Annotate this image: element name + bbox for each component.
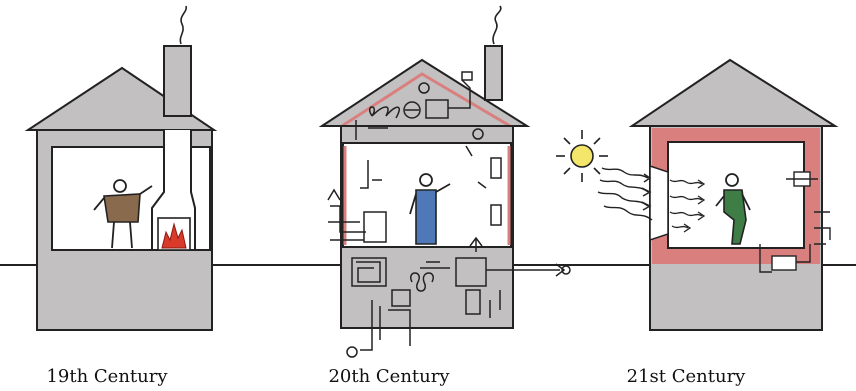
fire-icon-19 [161,222,187,249]
ventilation-unit-21 [759,171,831,273]
house-21st-century [556,58,839,331]
person-20 [409,173,451,245]
person-19 [93,179,153,249]
chimney-20 [484,45,503,101]
caption-19th-century: 19th Century [46,366,168,387]
sun-icon [556,130,608,182]
roof-insulation-20 [341,72,511,128]
smoke-19 [179,5,188,45]
basement-equipment-20 [346,236,571,358]
person-21 [715,173,751,245]
smoke-20 [492,5,502,45]
house-19th-century [24,5,218,331]
room-equipment-20 [327,145,502,243]
chimney-19 [163,45,192,117]
window-21 [649,164,669,242]
caption-20th-century: 20th Century [328,366,450,387]
roof-21 [628,58,839,127]
heat-arrows-21 [669,179,706,233]
house-20th-century [318,5,571,358]
sun-rays [597,167,653,221]
caption-21st-century: 21st Century [626,366,746,387]
attic-equipment-20 [355,71,484,140]
